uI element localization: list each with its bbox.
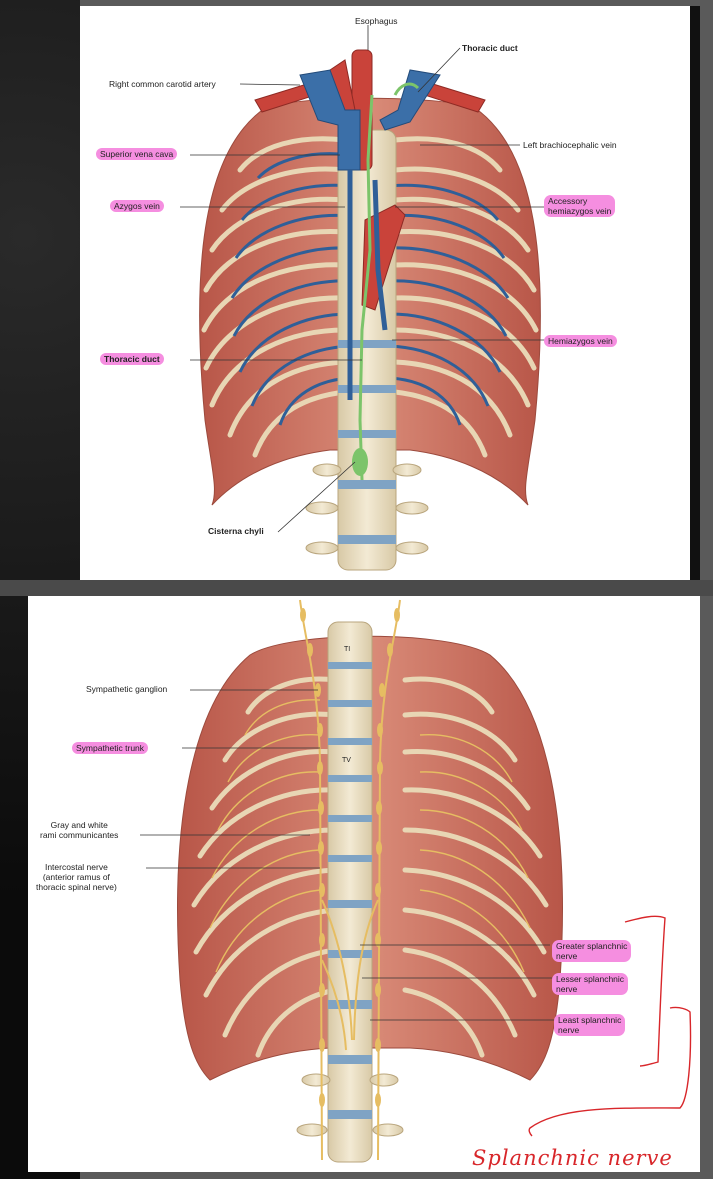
label-cisterna-chyli: Cisterna chyli: [208, 526, 264, 536]
top-panel-right-edge: [690, 6, 700, 580]
handwritten-bracket: [528, 915, 692, 1137]
label-sympathetic-ganglion: Sympathetic ganglion: [86, 684, 168, 694]
top-ribcage: [180, 25, 545, 571]
label-t1: TI: [344, 646, 351, 653]
label-right-common-carotid: Right common carotid artery: [109, 79, 216, 89]
label-t5: TV: [342, 757, 351, 764]
label-thoracic-duct-left: Thoracic duct: [100, 353, 164, 365]
label-azygos-vein: Azygos vein: [110, 200, 164, 212]
top-panel-gap: [0, 580, 713, 596]
label-hemiazygos-vein: Hemiazygos vein: [544, 335, 617, 347]
label-sympathetic-trunk: Sympathetic trunk: [72, 742, 149, 754]
handwritten-note: Splanchnic nerve: [472, 1146, 673, 1170]
label-left-brachiocephalic: Left brachiocephalic vein: [523, 140, 617, 150]
label-superior-vena-cava: Superior vena cava: [96, 148, 178, 160]
bottom-ribcage: [140, 599, 563, 1163]
label-thoracic-duct-top: Thoracic duct: [462, 43, 518, 53]
label-esophagus: Esophagus: [355, 16, 398, 26]
